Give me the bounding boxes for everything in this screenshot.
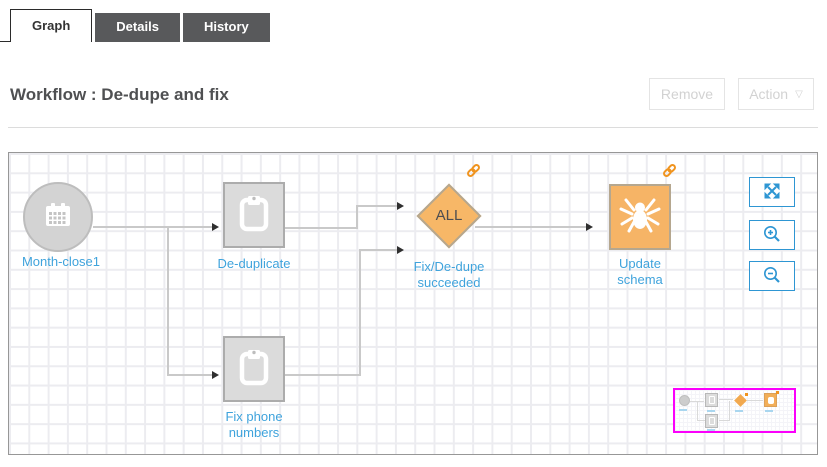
minimap-node-circle xyxy=(679,395,690,406)
remove-button[interactable]: Remove xyxy=(649,78,725,110)
chevron-down-icon: ▽ xyxy=(795,88,803,100)
edge-segment xyxy=(475,226,587,228)
minimap-label xyxy=(735,410,743,412)
tab-details[interactable]: Details xyxy=(95,13,180,42)
node-month-close1[interactable] xyxy=(23,182,93,252)
minimap-edge xyxy=(697,401,698,420)
node-fix-phone-numbers[interactable] xyxy=(223,336,285,402)
minimap-edge xyxy=(747,400,763,401)
node-label: Fix/De-dupe succeeded xyxy=(389,259,509,291)
node-fix-de-dupe-succeeded[interactable]: ALL xyxy=(416,183,482,249)
arrowhead-icon xyxy=(397,246,404,254)
zoom-in-icon xyxy=(762,224,782,247)
diamond-condition-text: ALL xyxy=(435,207,463,224)
minimap-label xyxy=(707,429,715,431)
zoom-out-icon xyxy=(762,265,782,288)
zoom-out-button[interactable] xyxy=(749,261,795,291)
minimap-label xyxy=(707,410,715,412)
minimap-edge xyxy=(729,401,730,421)
spider-icon xyxy=(618,196,662,239)
clipboard-icon xyxy=(236,347,272,392)
node-label: De-duplicate xyxy=(217,256,291,271)
tab-bar: Graph Details History xyxy=(0,9,273,42)
remove-button-label: Remove xyxy=(660,86,714,102)
minimap-edge xyxy=(697,420,705,421)
clipboard-icon xyxy=(236,193,272,238)
edge-segment xyxy=(356,205,398,207)
action-button-label: Action xyxy=(749,86,789,102)
node-label: Fix phone numbers xyxy=(194,409,314,441)
node-label: Month-close1 xyxy=(21,254,101,269)
minimap-node-diamond xyxy=(734,394,747,407)
link-badge-icon xyxy=(662,163,677,178)
minimap-label xyxy=(679,409,687,411)
minimap-node-square xyxy=(705,414,718,428)
node-label-line: schema xyxy=(617,272,663,287)
node-update-schema[interactable] xyxy=(609,184,671,250)
minimap-edge xyxy=(719,420,729,421)
edge-segment xyxy=(167,374,213,376)
arrowhead-icon xyxy=(397,202,404,210)
fit-to-screen-button[interactable] xyxy=(749,177,795,207)
arrowhead-icon xyxy=(212,223,219,231)
edge-segment xyxy=(167,226,169,376)
node-de-duplicate[interactable] xyxy=(223,182,285,248)
minimap-badge xyxy=(745,393,748,396)
node-label-line: numbers xyxy=(228,425,280,440)
minimap-node-square xyxy=(705,393,718,407)
node-label-line: Fix/De-dupe xyxy=(413,259,485,274)
node-label-line: Fix phone xyxy=(225,409,283,424)
arrowhead-icon xyxy=(212,371,219,379)
zoom-in-button[interactable] xyxy=(749,220,795,250)
minimap[interactable] xyxy=(673,388,796,433)
node-label: Update schema xyxy=(580,256,700,288)
workflow-canvas[interactable]: Month-close1 De-duplicate Fix phone numb… xyxy=(8,152,818,455)
expand-icon xyxy=(763,182,781,203)
minimap-edge xyxy=(719,399,733,400)
link-badge-icon xyxy=(466,163,481,178)
edge-segment xyxy=(359,249,398,251)
node-label-line: Update xyxy=(619,256,661,271)
edge-segment xyxy=(93,226,214,228)
tab-history[interactable]: History xyxy=(182,13,270,42)
header-buttons: Remove Action ▽ xyxy=(636,78,814,110)
edge-segment xyxy=(285,374,361,376)
edge-segment xyxy=(285,227,358,229)
action-button[interactable]: Action ▽ xyxy=(738,78,814,110)
tab-graph[interactable]: Graph xyxy=(10,9,93,42)
edge-segment xyxy=(359,249,361,376)
edge-segment xyxy=(356,205,358,229)
node-label-line: succeeded xyxy=(417,275,481,290)
minimap-label xyxy=(765,410,773,412)
minimap-node-square xyxy=(764,393,777,407)
header: Workflow : De-dupe and fix Remove Action… xyxy=(10,78,814,111)
minimap-badge xyxy=(776,391,779,394)
divider xyxy=(8,127,818,128)
calendar-icon xyxy=(43,201,73,234)
arrowhead-icon xyxy=(586,223,593,231)
page-title: Workflow : De-dupe and fix xyxy=(10,85,229,104)
